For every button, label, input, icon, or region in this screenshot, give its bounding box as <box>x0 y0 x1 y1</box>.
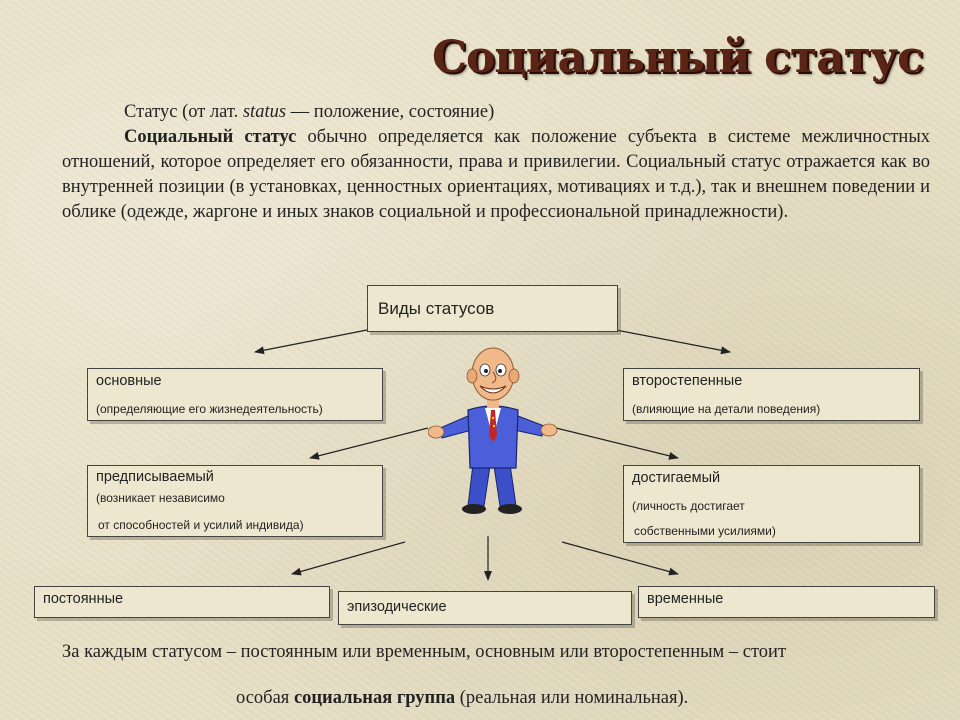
arrow-to-temporary <box>561 541 679 576</box>
permanent-status-box: постоянные <box>34 586 330 618</box>
temporary-status-label: временные <box>647 591 724 607</box>
achieved-status-description-1: (личность достигает <box>632 499 745 513</box>
intro-line-status: Статус (от лат. status — положение, сост… <box>62 100 930 125</box>
prescribed-status-box: предписываемый (возникает независимо от … <box>87 465 383 537</box>
intro-line1-suffix: — положение, состояние) <box>286 102 495 122</box>
achieved-status-description-2: собственными усилиями) <box>634 524 776 538</box>
secondary-status-label: второстепенные <box>632 373 743 389</box>
achieved-status-box: достигаемый (личность достигает собствен… <box>623 465 920 543</box>
intro-bold-term: Социальный статус <box>124 127 297 147</box>
arrow-to-prescribed <box>309 427 429 460</box>
intro-text: Статус (от лат. status — положение, сост… <box>62 100 930 225</box>
temporary-status-box: временные <box>638 586 935 618</box>
secondary-status-description: (влияющие на детали поведения) <box>632 402 821 416</box>
footer-line-2: особая социальная группа (реальная или н… <box>236 688 688 709</box>
secondary-status-box: второстепенные (влияющие на детали повед… <box>623 368 920 421</box>
footer-line-1: За каждым статусом – постоянным или врем… <box>62 642 787 662</box>
main-status-box: основные (определяющие его жизнедеятельн… <box>87 368 383 421</box>
intro-line1-prefix: Статус (от лат. <box>124 102 243 122</box>
main-status-label: основные <box>96 373 162 389</box>
arrow-to-permanent <box>291 541 406 576</box>
footer-line2-suffix: (реальная или номинальная). <box>455 688 689 708</box>
prescribed-status-description-1: (возникает независимо <box>96 491 225 505</box>
achieved-status-label: достигаемый <box>632 470 721 486</box>
arrow-to-achieved <box>555 427 679 460</box>
intro-latin-word: status <box>242 102 287 122</box>
footer-line2-prefix: особая <box>236 688 294 708</box>
footer-bold-term: социальная группа <box>293 688 456 708</box>
arrow-to-secondary <box>615 329 731 355</box>
slide-title: Социальный статус <box>432 32 924 83</box>
status-types-label: Виды статусов <box>378 299 495 318</box>
episodic-status-label: эпизодические <box>347 599 447 615</box>
permanent-status-label: постоянные <box>43 591 124 607</box>
cartoon-man-illustration <box>428 347 558 514</box>
prescribed-status-label: предписываемый <box>96 469 214 485</box>
arrow-to-main <box>254 329 368 355</box>
prescribed-status-description-2: от способностей и усилий индивида) <box>98 518 304 532</box>
intro-paragraph-text: обычно определяется как положение субъек… <box>62 127 931 222</box>
episodic-status-box: эпизодические <box>338 591 632 625</box>
main-status-description: (определяющие его жизнедеятельность) <box>96 402 323 416</box>
intro-paragraph: Социальный статус обычно определяется ка… <box>62 125 930 225</box>
status-types-box: Виды статусов <box>367 285 618 332</box>
